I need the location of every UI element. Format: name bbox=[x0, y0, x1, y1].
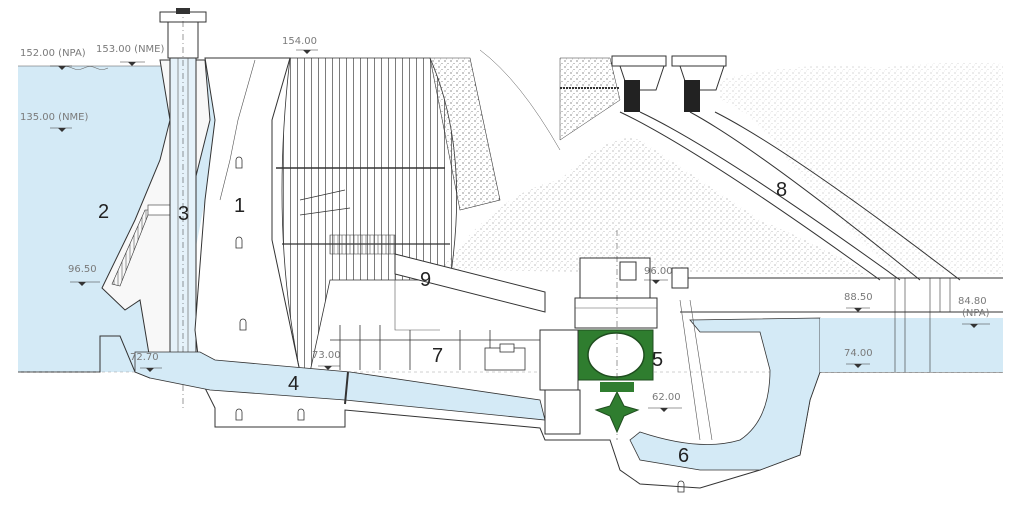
elevation-label: 73.00 bbox=[312, 350, 341, 361]
intake-tower bbox=[159, 8, 207, 410]
elevation-label: 84.80(NPA) bbox=[958, 296, 990, 319]
spillway bbox=[559, 55, 961, 281]
gallery-openings bbox=[235, 156, 685, 493]
arch-dam-face bbox=[276, 57, 501, 373]
elevation-marker: 84.80(NPA) bbox=[958, 296, 990, 328]
elevation-marker: 73.00 bbox=[312, 350, 341, 370]
elevation-label: 62.00 bbox=[652, 392, 681, 403]
elevation-marker: 96.50 bbox=[68, 264, 100, 286]
elevation-label: 74.00 bbox=[844, 348, 873, 359]
powerhouse bbox=[539, 230, 658, 440]
elevation-markers: 152.00 (NPA) 153.00 (NME) 154.00 135.00 … bbox=[20, 36, 990, 412]
turbine-runner bbox=[594, 390, 640, 434]
elevation-label: 96.00 bbox=[644, 266, 673, 277]
bypass-channel bbox=[329, 234, 546, 331]
switchyard bbox=[330, 325, 540, 371]
elevation-label: 153.00 (NME) bbox=[96, 44, 164, 55]
elevation-label: 96.50 bbox=[68, 264, 97, 275]
callout-5-powerhouse: 5 bbox=[652, 349, 663, 371]
elevation-marker: 88.50 bbox=[844, 292, 873, 312]
elevation-marker: 135.00 (NME) bbox=[20, 112, 88, 132]
callout-8-spillway: 8 bbox=[776, 179, 787, 201]
elevation-marker: 152.00 (NPA) bbox=[20, 48, 86, 70]
callout-7-switchyard: 7 bbox=[432, 345, 443, 367]
elevation-label: 72.70 bbox=[130, 352, 159, 363]
callout-4-tunnel: 4 bbox=[288, 373, 299, 395]
elevation-label: 135.00 (NME) bbox=[20, 112, 88, 123]
callout-6-tailrace: 6 bbox=[678, 445, 689, 467]
elevation-marker: 72.70 bbox=[130, 352, 162, 372]
elevation-label: 154.00 bbox=[282, 36, 317, 47]
callout-numbers: 1 2 3 4 5 6 7 8 9 bbox=[98, 179, 787, 467]
tailrace bbox=[629, 267, 1003, 471]
callout-2-intake: 2 bbox=[98, 201, 109, 223]
elevation-marker: 96.00 bbox=[644, 266, 673, 284]
elevation-marker: 153.00 (NME) bbox=[96, 44, 164, 66]
elevation-label: 152.00 (NPA) bbox=[20, 48, 86, 59]
elevation-marker: 74.00 bbox=[844, 348, 873, 368]
elevation-label: 88.50 bbox=[844, 292, 873, 303]
callout-1-dam: 1 bbox=[234, 195, 245, 217]
callout-9-bypass: 9 bbox=[420, 269, 431, 291]
hillside bbox=[440, 49, 1003, 275]
elevation-marker: 62.00 bbox=[648, 392, 682, 412]
elevation-marker: 154.00 bbox=[282, 36, 318, 54]
callout-3-tower: 3 bbox=[178, 203, 189, 225]
